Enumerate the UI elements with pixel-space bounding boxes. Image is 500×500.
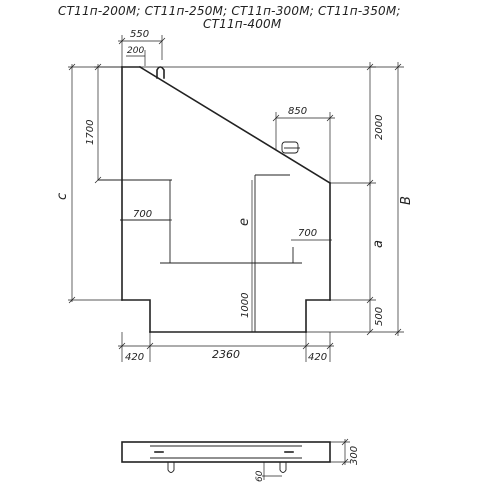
dim-700-right: 700 — [298, 228, 317, 239]
lifting-loop-top — [156, 66, 165, 79]
dim-420-right: 420 — [308, 352, 327, 363]
title-line-2: СТ11п-400М — [203, 17, 282, 31]
dim-c: с — [55, 193, 70, 200]
dim-300: 300 — [349, 446, 360, 465]
dim-e: е — [237, 218, 252, 226]
dim-2360: 2360 — [212, 348, 240, 361]
dimension-lines — [68, 35, 404, 362]
dim-1000: 1000 — [240, 293, 251, 318]
title-line-1: СТ11п-200М; СТ11п-250М; СТ11п-300М; СТ11… — [58, 4, 401, 18]
dim-200: 200 — [127, 46, 144, 56]
dimension-ticks — [68, 37, 402, 350]
dim-a: а — [371, 240, 386, 248]
dim-420-left: 420 — [125, 352, 144, 363]
dim-60: 60 — [255, 470, 265, 482]
dim-500: 500 — [374, 307, 385, 326]
dim-B: В — [399, 196, 414, 205]
inner-structure-lines — [98, 174, 302, 332]
section-view — [121, 438, 350, 480]
dim-550: 550 — [130, 29, 149, 40]
lifting-loop-middle — [281, 141, 300, 154]
element-outline — [121, 65, 332, 333]
dim-1700: 1700 — [85, 120, 96, 145]
dim-700-left: 700 — [133, 209, 152, 220]
dim-850: 850 — [288, 106, 307, 117]
dim-2000: 2000 — [374, 115, 385, 140]
